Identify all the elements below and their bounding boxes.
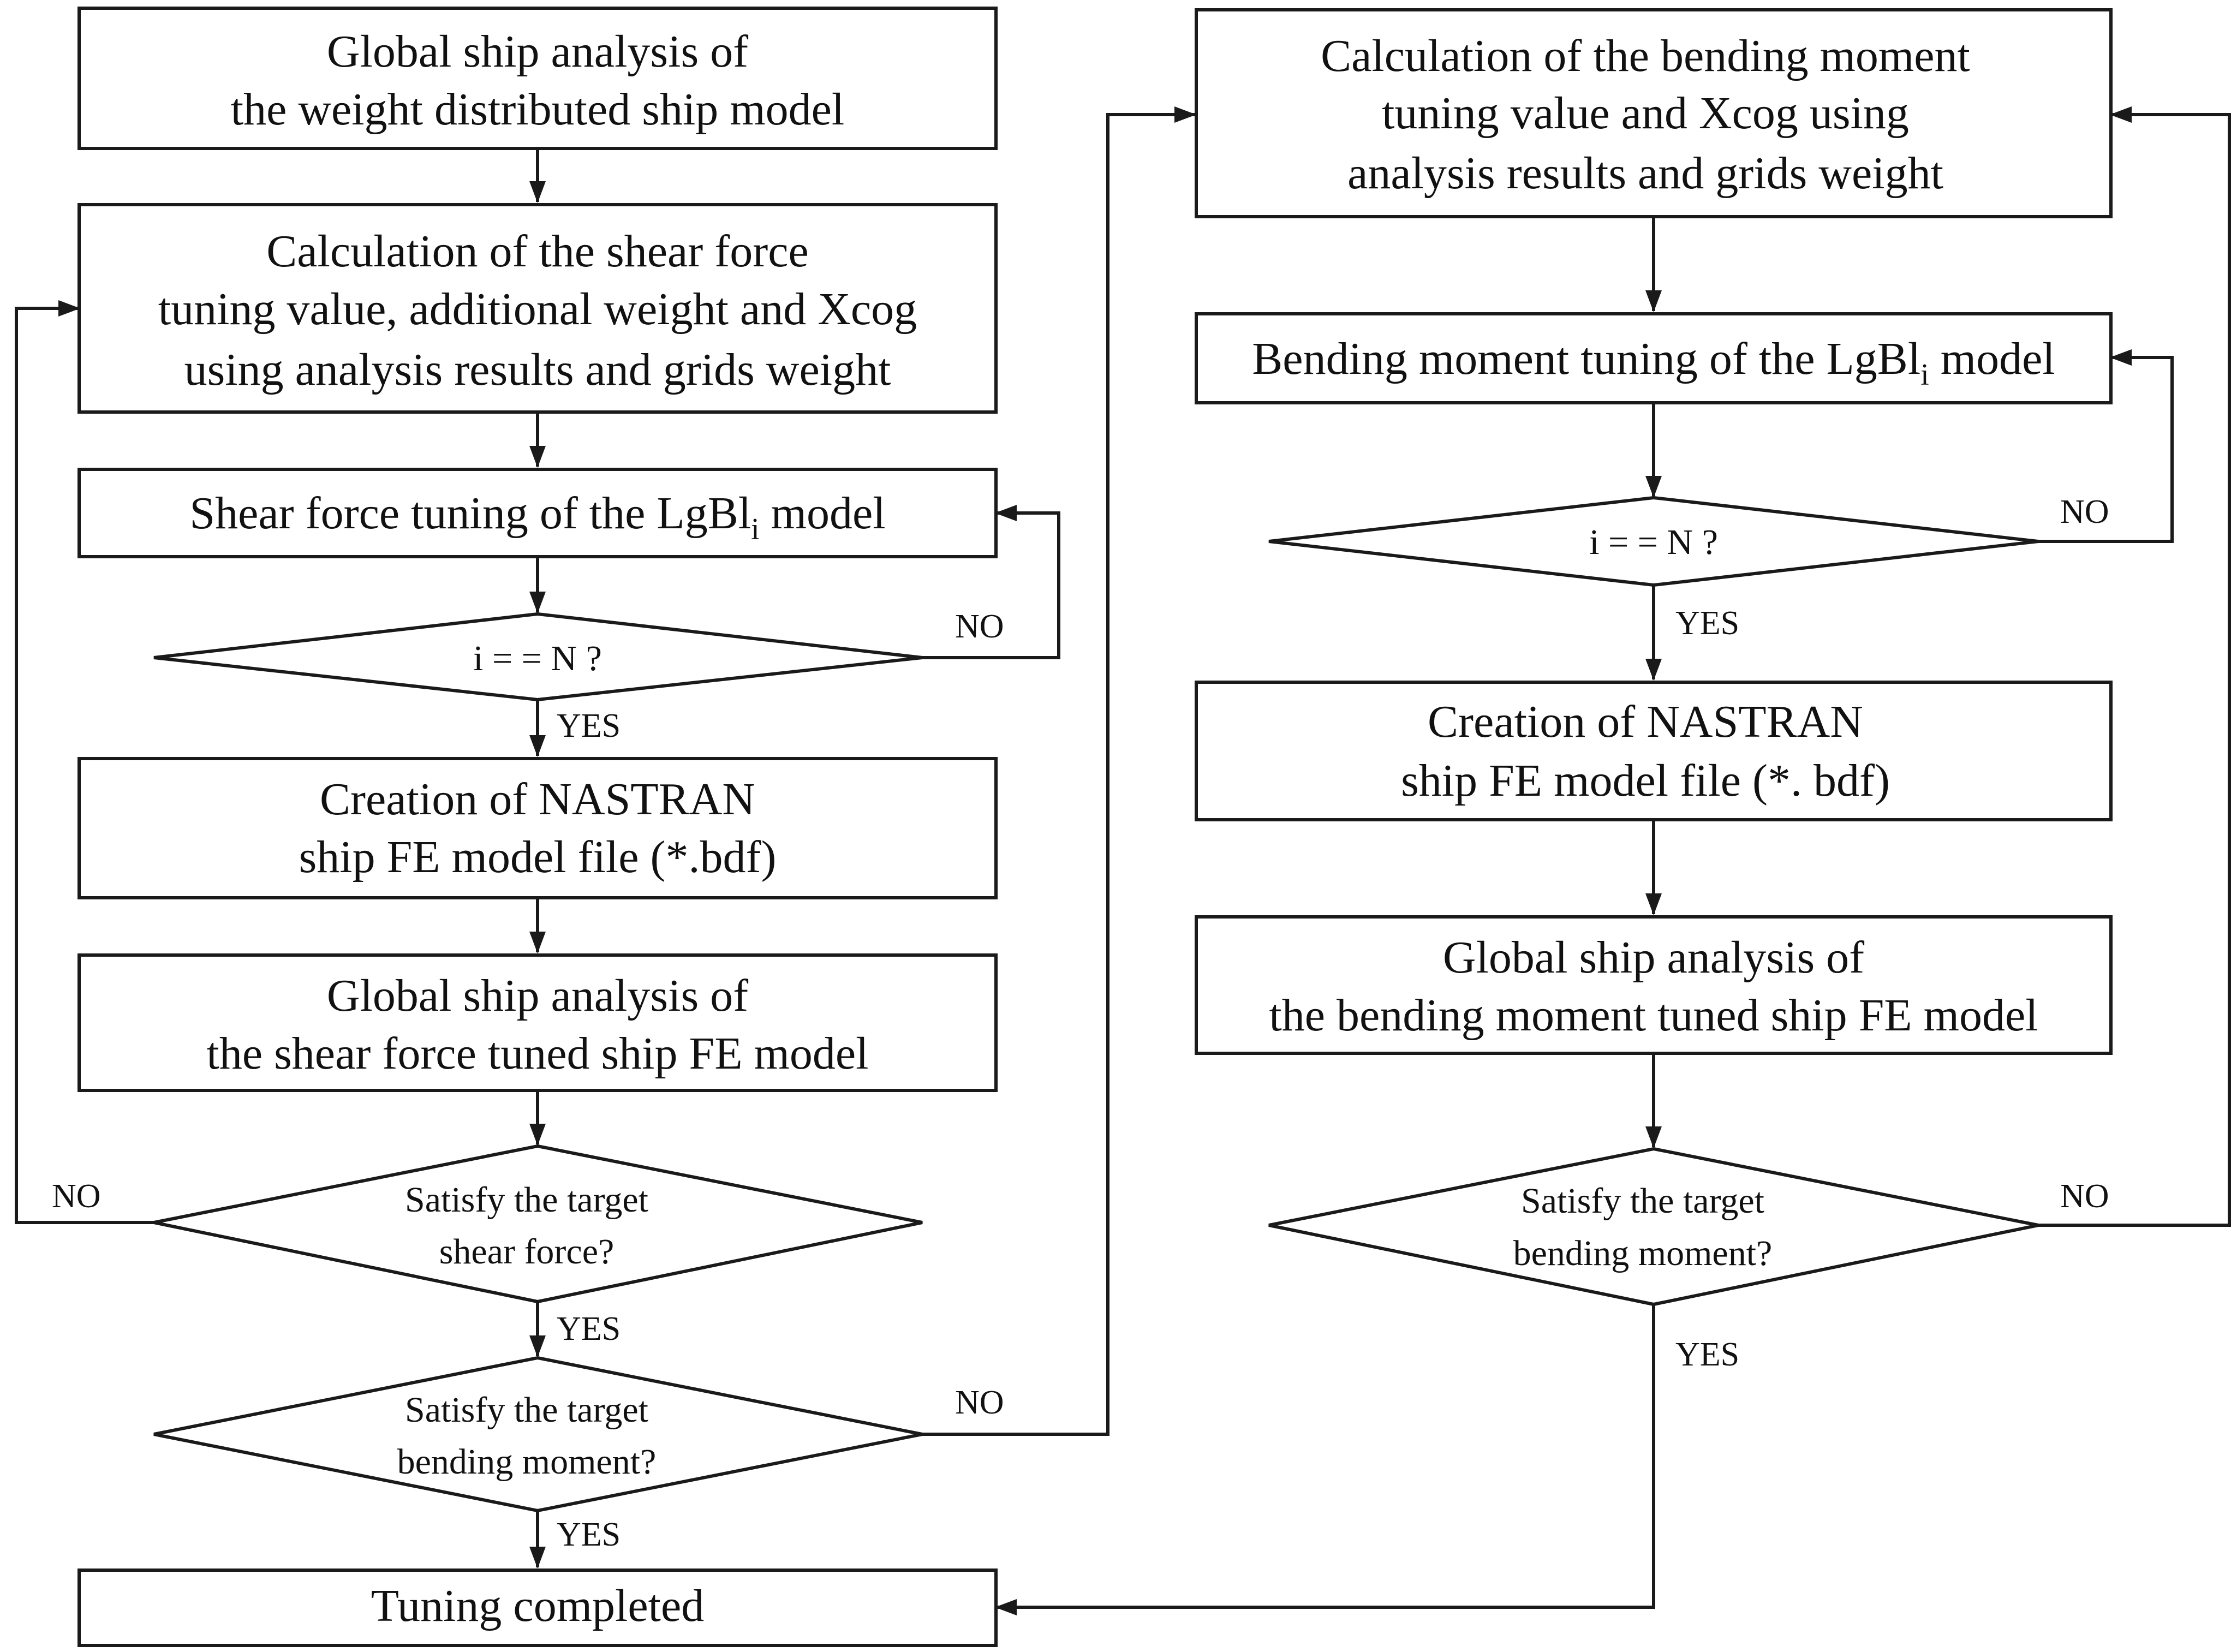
box-r4-line1: Global ship analysis of bbox=[1443, 932, 1864, 983]
decision-l-satisfy-shear bbox=[153, 1144, 923, 1304]
box-r3-line1: Creation of NASTRAN bbox=[1428, 696, 1863, 747]
box-calc-bending-moment bbox=[1195, 8, 2113, 218]
decision-l3-line2: bending moment? bbox=[397, 1442, 657, 1482]
box-global-analysis-weight bbox=[77, 7, 998, 150]
arrow-l-d3-no-right bbox=[922, 106, 1196, 1436]
box-l4-line2: ship FE model file (*.bdf) bbox=[299, 832, 777, 882]
arrow-l-d1-no-loop bbox=[922, 505, 1060, 659]
box-global-analysis-bending-tuned bbox=[1195, 915, 2113, 1055]
decision-l2-line2: shear force? bbox=[439, 1232, 615, 1272]
box-l2-line3: using analysis results and grids weight bbox=[184, 344, 891, 395]
box-l4-line1: Creation of NASTRAN bbox=[320, 774, 755, 825]
box-l2-line2: tuning value, additional weight and Xcog bbox=[158, 284, 917, 335]
decision-l2-line1: Satisfy the target bbox=[405, 1180, 648, 1220]
decision-l-satisfy-bending bbox=[153, 1356, 923, 1513]
box-r1-line3: analysis results and grids weight bbox=[1347, 148, 1943, 199]
box-r3-line2: ship FE model file (*. bdf) bbox=[1401, 755, 1890, 806]
box-l1-line1: Global ship analysis of bbox=[327, 26, 748, 77]
box-l6-text: Tuning completed bbox=[371, 1581, 705, 1631]
arrow-r-d2-yes-done bbox=[995, 1304, 1655, 1615]
box-r1-line2: tuning value and Xcog using bbox=[1382, 88, 1909, 139]
decision-r2-line2: bending moment? bbox=[1513, 1233, 1773, 1273]
left-column: Global ship analysis of the weight distr… bbox=[52, 7, 1004, 1647]
label-r2-yes: YES bbox=[1675, 1336, 1739, 1373]
decision-r-satisfy-bending bbox=[1268, 1147, 2039, 1307]
connectors bbox=[15, 106, 2231, 1615]
label-l3-yes: YES bbox=[557, 1516, 621, 1553]
box-r2-label: Bending moment tuning of the LgBli model bbox=[1252, 333, 2055, 392]
decision-l-i-equals-n bbox=[153, 612, 923, 702]
box-bending-moment-tuning bbox=[1195, 312, 2113, 404]
decision-r1-text: i = = N ? bbox=[1589, 522, 1718, 562]
box-tuning-completed bbox=[77, 1568, 998, 1647]
box-l2-line1: Calculation of the shear force bbox=[266, 226, 809, 277]
label-l1-no: NO bbox=[955, 608, 1004, 645]
label-l3-no: NO bbox=[955, 1384, 1004, 1421]
decision-r2-line1: Satisfy the target bbox=[1521, 1181, 1764, 1221]
decision-l1-text: i = = N ? bbox=[473, 639, 602, 678]
box-l5-line2: the shear force tuned ship FE model bbox=[207, 1028, 869, 1079]
right-column: Calculation of the bending moment tuning… bbox=[1195, 8, 2113, 1373]
box-l3-label: Shear force tuning of the LgBli model bbox=[189, 488, 885, 546]
box-l5-line1: Global ship analysis of bbox=[327, 970, 748, 1021]
box-l1-line2: the weight distributed ship model bbox=[231, 84, 845, 135]
decision-l3-line1: Satisfy the target bbox=[405, 1390, 648, 1430]
label-r2-no: NO bbox=[2060, 1178, 2109, 1215]
box-create-nastran-right bbox=[1195, 681, 2113, 821]
arrow-r-d2-no-loop bbox=[2038, 106, 2231, 1227]
label-l2-yes: YES bbox=[557, 1310, 621, 1347]
label-r1-yes: YES bbox=[1675, 605, 1739, 642]
decision-r-i-equals-n bbox=[1268, 496, 2039, 587]
box-shear-force-tuning bbox=[77, 468, 998, 558]
label-r1-no: NO bbox=[2060, 493, 2109, 530]
arrow-r-d1-no-loop bbox=[2038, 349, 2174, 543]
box-r4-line2: the bending moment tuned ship FE model bbox=[1269, 990, 2038, 1041]
box-global-analysis-shear-tuned bbox=[77, 953, 998, 1092]
arrow-l-d2-no-loop bbox=[15, 300, 154, 1224]
box-calc-shear-force bbox=[77, 203, 998, 414]
label-l1-yes: YES bbox=[557, 707, 621, 744]
box-create-nastran-left bbox=[77, 757, 998, 899]
box-r1-line1: Calculation of the bending moment bbox=[1321, 31, 1970, 81]
label-l2-no: NO bbox=[52, 1178, 101, 1215]
